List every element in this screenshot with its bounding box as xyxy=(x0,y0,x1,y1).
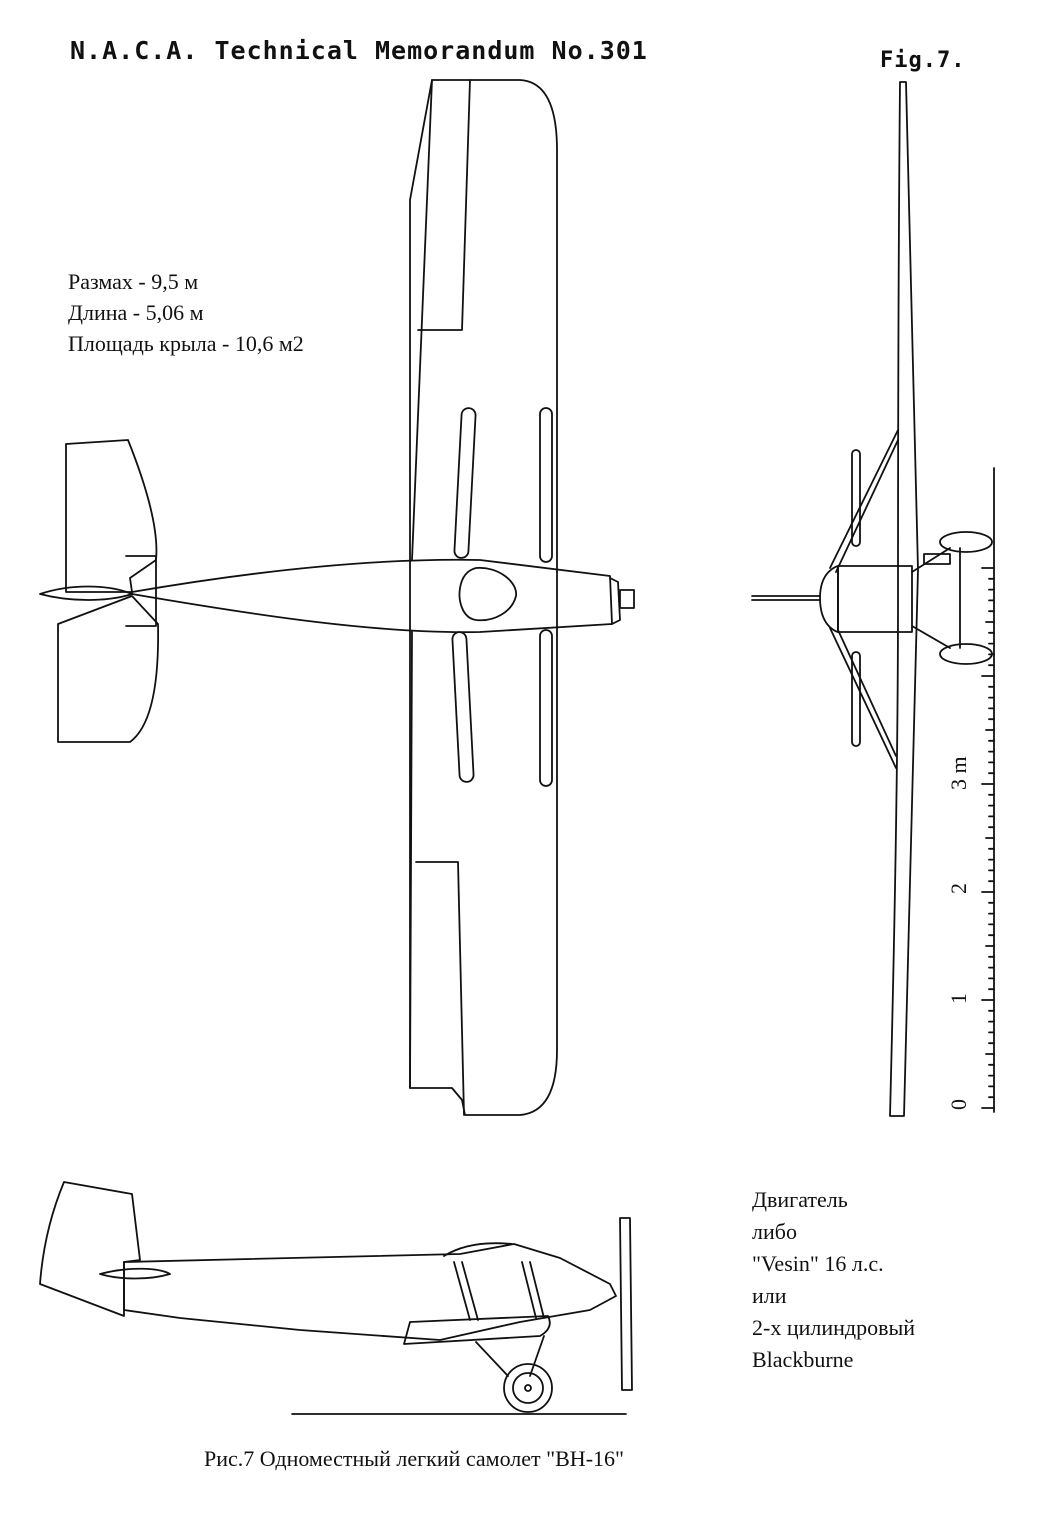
front-fuselage xyxy=(837,565,913,633)
engine-cylinder xyxy=(619,589,635,609)
gear-leg-side-2 xyxy=(529,1335,545,1377)
front-wing-strut-bottom xyxy=(851,651,861,747)
strut-upper-right xyxy=(539,407,553,563)
scale-label-2: 2 xyxy=(946,883,971,894)
engine-note: Двигатель либо "Vesin" 16 л.с. или 2-х ц… xyxy=(752,1184,915,1376)
wing-outline xyxy=(409,79,558,1116)
front-view xyxy=(751,81,993,1117)
scale-label-1: 1 xyxy=(946,993,971,1004)
cockpit-opening xyxy=(458,567,517,622)
aileron-upper xyxy=(417,79,471,331)
spec-wing-area: Площадь крыла - 10,6 м2 xyxy=(68,331,304,356)
spec-wingspan: Размах - 9,5 м xyxy=(68,269,199,294)
side-strut-2b xyxy=(529,1261,545,1319)
gear-leg-lower xyxy=(911,625,951,649)
front-wheel-upper xyxy=(939,531,993,553)
side-view xyxy=(39,1181,633,1415)
plan-view xyxy=(39,79,635,1116)
strut-lower-left xyxy=(451,631,475,783)
engine-line-1: Двигатель xyxy=(752,1187,848,1212)
scale-label-0: 0 xyxy=(946,1099,971,1110)
memo-title: N.A.C.A. Technical Memorandum No.301 xyxy=(70,36,648,65)
engine-line-3: "Vesin" 16 л.с. xyxy=(752,1251,884,1276)
stabilizer-side xyxy=(99,1267,171,1280)
front-strut-lower-2 xyxy=(837,629,897,757)
scale-label-3: 3 m xyxy=(946,756,971,790)
specs-block: Размах - 9,5 м Длина - 5,06 м Площадь кр… xyxy=(68,266,304,359)
side-strut-1 xyxy=(453,1261,471,1321)
scale-bar: 0 1 2 3 m xyxy=(946,467,995,1113)
spec-length: Длина - 5,06 м xyxy=(68,300,204,325)
figure-caption: Рис.7 Одноместный легкий самолет "BH-16" xyxy=(204,1446,624,1471)
front-strut-lower-1 xyxy=(829,627,897,769)
engine-line-4: или xyxy=(752,1283,787,1308)
aileron-lower xyxy=(415,861,465,1116)
engine-line-2: либо xyxy=(752,1219,797,1244)
engine-line-6: Blackburne xyxy=(752,1347,854,1372)
front-wing xyxy=(889,81,919,1117)
wing-leading-edge-line xyxy=(411,79,433,561)
front-wing-strut-top xyxy=(851,449,861,547)
wing-side xyxy=(403,1315,551,1345)
wing-leading-edge-line-lower xyxy=(409,631,413,1089)
stabilizer-lower xyxy=(57,595,160,743)
shock-absorber xyxy=(923,553,951,565)
stabilizer-upper xyxy=(65,439,158,593)
fuselage-side xyxy=(123,1243,617,1341)
vertical-tail xyxy=(39,1181,141,1317)
wheel-axle xyxy=(524,1384,532,1392)
engine-line-5: 2-х цилиндровый xyxy=(752,1315,916,1340)
elevator-hinge xyxy=(125,555,157,627)
wheel-side xyxy=(503,1363,553,1413)
propeller-side xyxy=(619,1217,633,1391)
figure-label: Fig.7. xyxy=(880,48,966,73)
engine-nose-plan xyxy=(609,577,621,625)
side-strut-2 xyxy=(521,1261,537,1319)
front-wheel-lower xyxy=(939,643,993,665)
cockpit-side xyxy=(443,1242,513,1257)
gear-leg-upper xyxy=(911,547,951,573)
side-strut-1b xyxy=(461,1261,479,1321)
scale-ticks xyxy=(981,567,995,1109)
strut-upper-left xyxy=(453,407,477,559)
strut-lower-right xyxy=(539,629,553,787)
propeller-plan xyxy=(39,585,133,601)
fuselage-plan xyxy=(131,558,613,634)
gear-leg-side xyxy=(475,1341,509,1377)
front-nose xyxy=(819,565,839,633)
front-strut-upper-2 xyxy=(835,439,899,573)
wheel-hub xyxy=(512,1372,544,1404)
front-strut-upper-1 xyxy=(829,429,899,569)
